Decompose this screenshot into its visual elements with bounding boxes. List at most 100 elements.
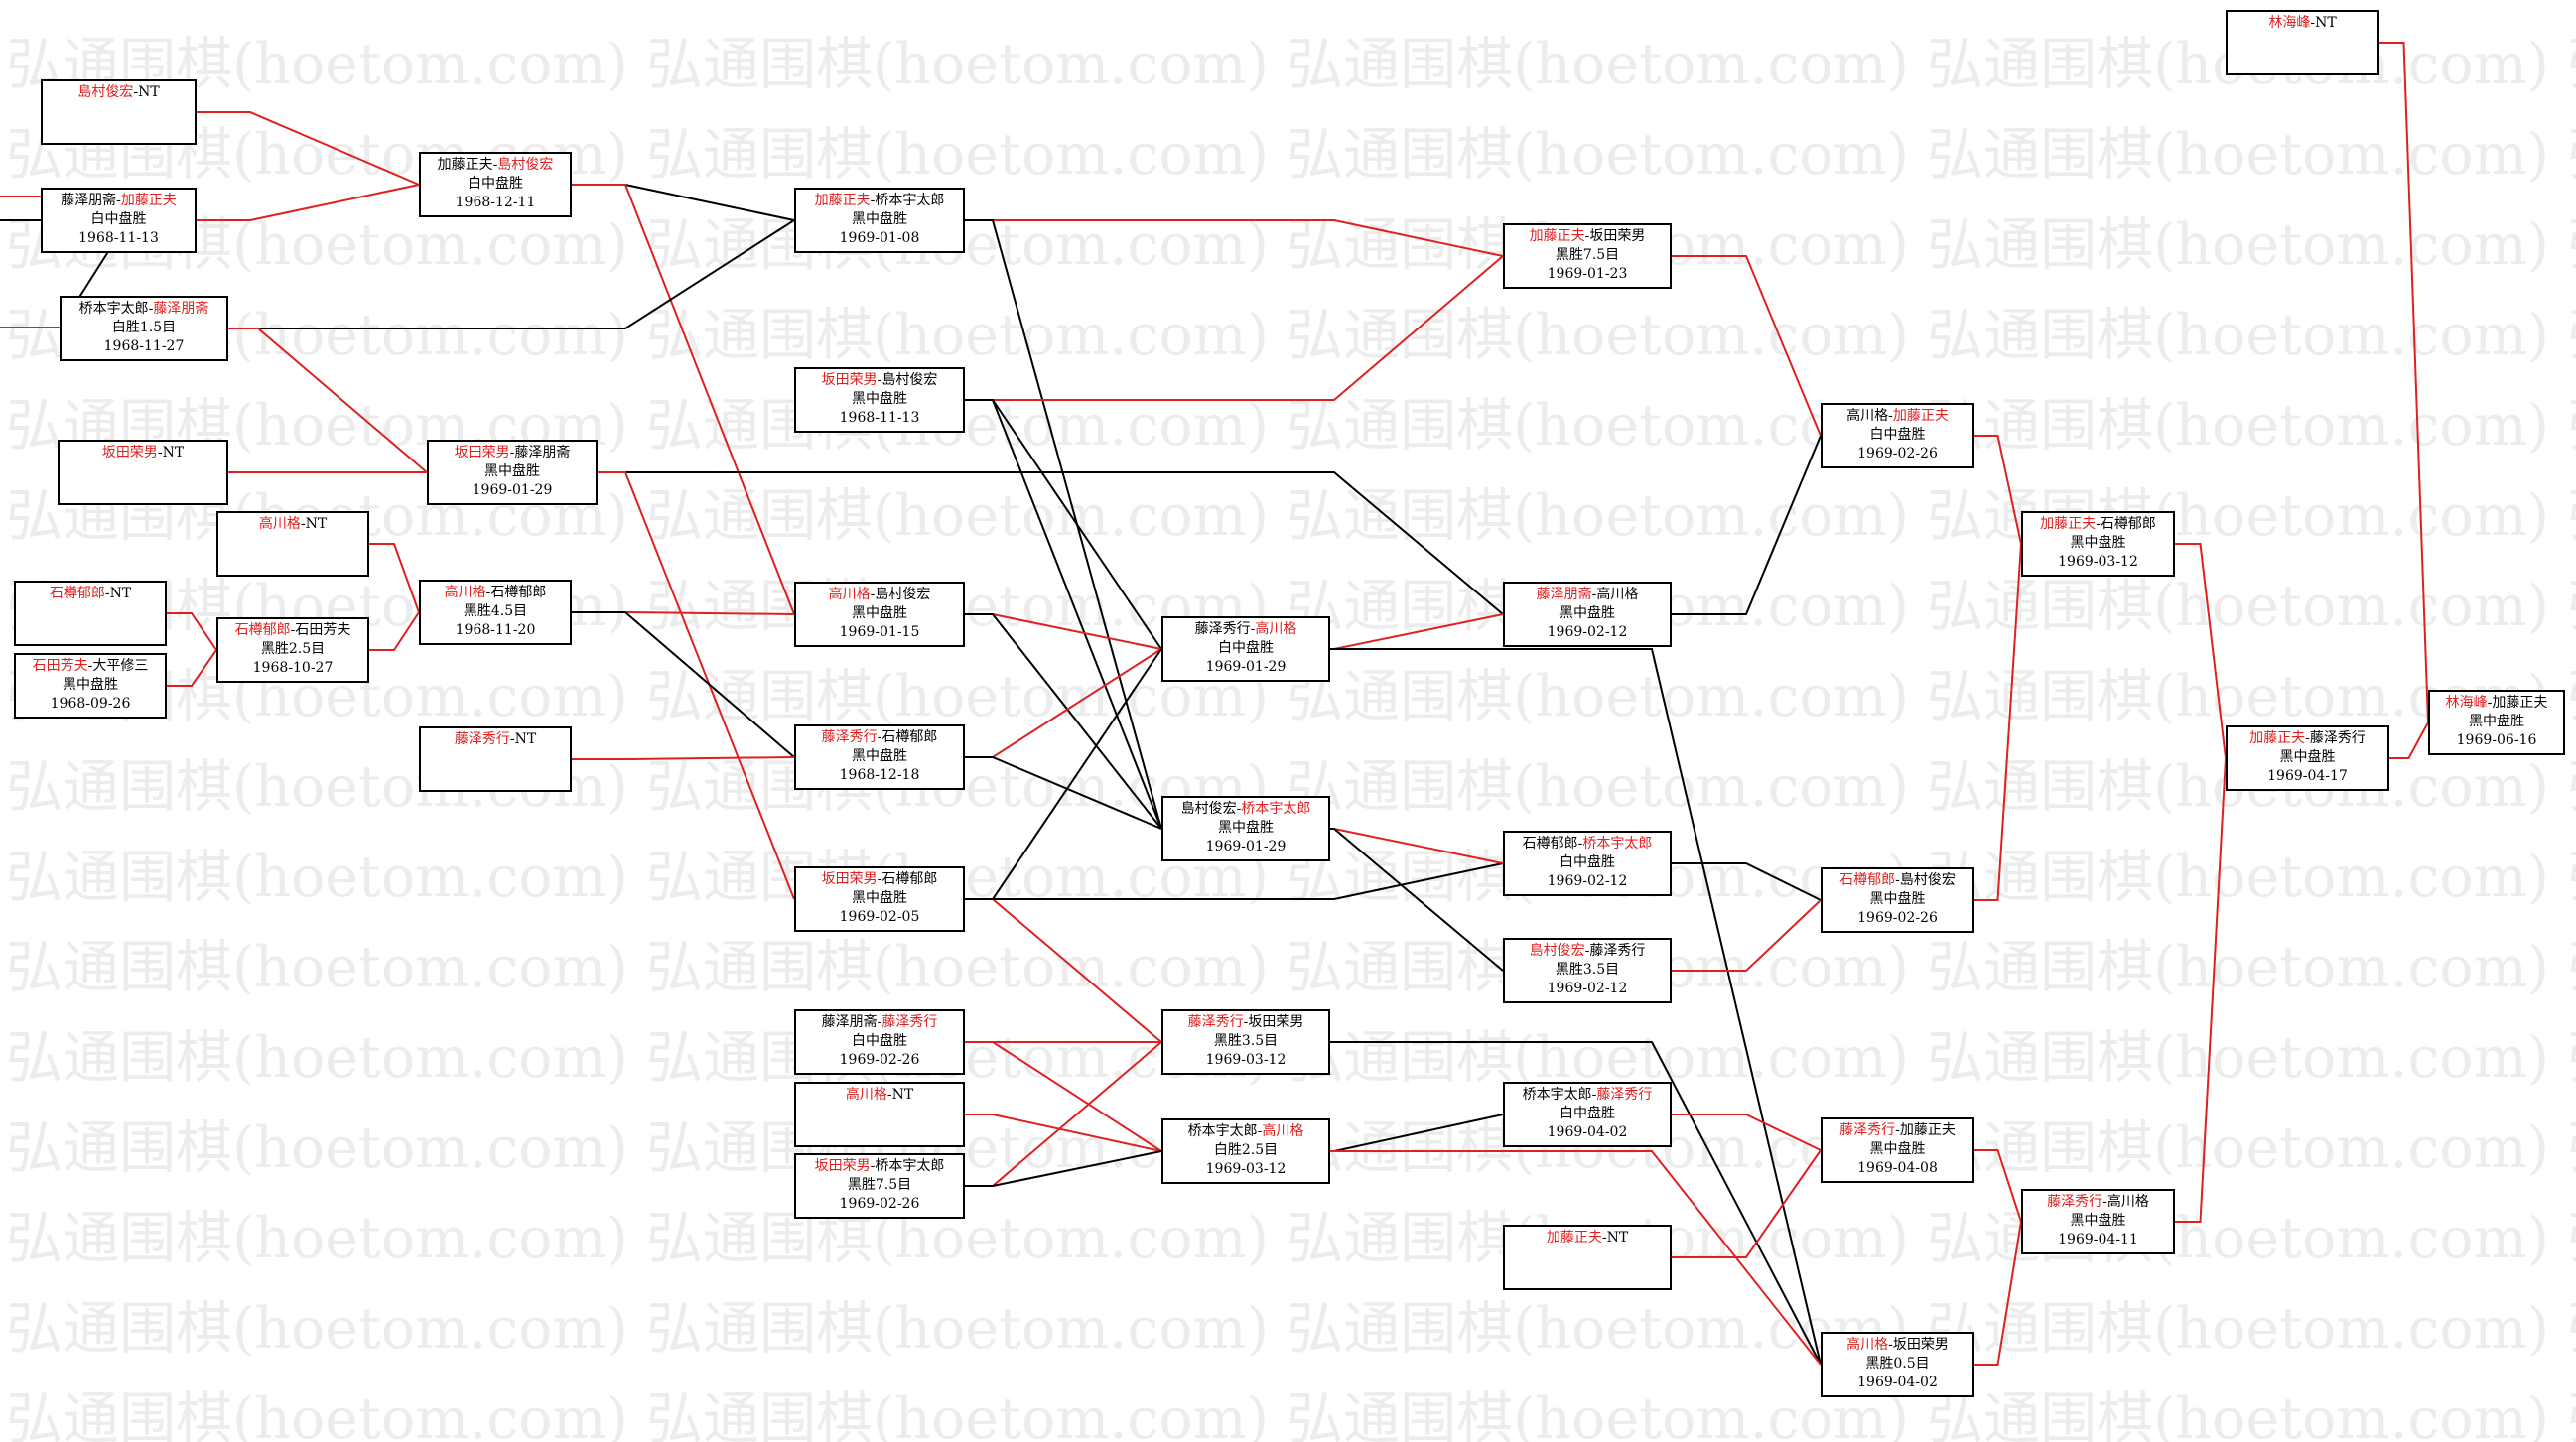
match-box: 坂田荣男-NT [58,440,228,505]
player-2: 高川格 [2106,1194,2149,1210]
bracket-connector [167,612,217,651]
match-result: 黑中盘胜 [852,890,907,906]
player-2: 桥本宇太郎 [1582,836,1653,852]
bracket-connector [197,184,420,221]
player-separator: - [1257,1123,1263,1139]
bracket-connector [167,649,217,687]
match-result: 黑中盘胜 [1869,891,1926,907]
match-result: 黑中盘胜 [2279,749,2336,765]
player-separator: - [148,301,154,317]
match-players: 桥本宇太郎-藤泽朋斋 [62,300,226,319]
player-1: 桥本宇太郎 [78,301,149,317]
match-result: 黑胜7.5目 [847,1177,912,1193]
player-1: 加藤正夫 [814,193,871,208]
match-date: 1968-11-27 [103,338,185,354]
match-date: 1969-06-16 [2456,732,2537,748]
player-2: 藤泽秀行 [1589,943,1646,959]
bracket-connector [965,862,1504,900]
bracket-connector [598,471,795,900]
player-1: 加藤正夫 [2040,516,2097,532]
match-players: 藤泽秀行-坂田荣男 [1163,1013,1328,1032]
match-result: 黑中盘胜 [852,391,907,407]
player-1: 高川格 [828,587,871,602]
bracket-connector [965,219,1504,257]
bracket-connector [965,399,1162,650]
match-date: 1968-10-27 [252,660,334,676]
match-players: 石樽郁郎-石田芳夫 [218,621,367,640]
match-date: 1969-02-12 [1547,981,1628,996]
player-2: 桥本宇太郎 [875,193,945,208]
bracket-connector [572,756,795,760]
player-1: 坂田荣男 [821,871,878,887]
player-2: 高川格 [1255,621,1297,637]
watermark-text: 弘通围棋(hoetom.com) 弘通围棋(hoetom.com) 弘通围棋(h… [6,1386,2576,1442]
match-players: 桥本宇太郎-藤泽秀行 [1505,1086,1670,1105]
player-separator: - [290,622,296,638]
player-1: 藤泽秀行 [1194,621,1251,637]
match-date: 1969-04-11 [2058,1232,2138,1247]
bracket-connector [965,219,1162,830]
match-date: 1968-09-26 [50,696,131,712]
match-players: 加藤正夫-桥本宇太郎 [796,192,963,210]
match-result: 白中盘胜 [90,211,147,227]
player-separator: - [870,193,876,208]
player-1: 藤泽朋斋 [1536,587,1592,602]
player-2: NT [1606,1230,1629,1245]
bracket-connector [965,648,1162,900]
match-date: 1969-03-12 [2058,554,2138,570]
match-result: 黑胜7.5目 [1555,247,1620,263]
match-players: 石樽郁郎-島村俊宏 [1823,871,1972,890]
match-players: 坂田荣男-桥本宇太郎 [796,1157,963,1176]
player-2: 大平修三 [92,658,149,674]
match-players: 加藤正夫-島村俊宏 [421,156,570,175]
match-date: 1969-01-29 [1205,659,1287,675]
match-date: 1968-11-13 [78,230,159,246]
match-players: 坂田荣男-NT [60,444,226,462]
player-1: 林海峰 [2445,695,2488,711]
match-box: 島村俊宏-NT [41,79,197,145]
player-1: 桥本宇太郎 [1522,1087,1592,1103]
match-result: 白中盘胜 [1869,427,1926,443]
player-2: 桥本宇太郎 [1241,801,1311,817]
match-date: 1968-11-20 [455,622,536,638]
player-2: 藤泽朋斋 [153,301,209,317]
match-result: 白中盘胜 [468,176,523,192]
player-separator: - [87,658,93,674]
player-2: NT [305,516,328,532]
player-2: 藤泽朋斋 [514,445,571,460]
player-2: 石樽郁郎 [881,871,938,887]
player-1: 石樽郁郎 [234,622,291,638]
match-date: 1969-04-08 [1857,1160,1938,1176]
player-2: 石樽郁郎 [881,729,938,745]
bracket-connector [1330,1041,1822,1366]
bracket-connector [1330,828,1504,972]
player-1: 坂田荣男 [101,445,158,460]
bracket-connector [965,1150,1162,1187]
match-date: 1969-02-12 [1547,624,1628,640]
bracket-connector [965,898,1162,1043]
player-1: 藤泽秀行 [821,729,878,745]
player-2: 島村俊宏 [497,157,554,173]
player-2: 坂田荣男 [1248,1014,1304,1030]
player-separator: - [2487,695,2493,711]
bracket-connector [1672,255,1822,437]
bracket-connector [965,1041,1162,1152]
player-2: 藤泽秀行 [881,1014,938,1030]
match-result: 白胜1.5目 [111,320,177,335]
player-separator: - [2096,516,2101,532]
